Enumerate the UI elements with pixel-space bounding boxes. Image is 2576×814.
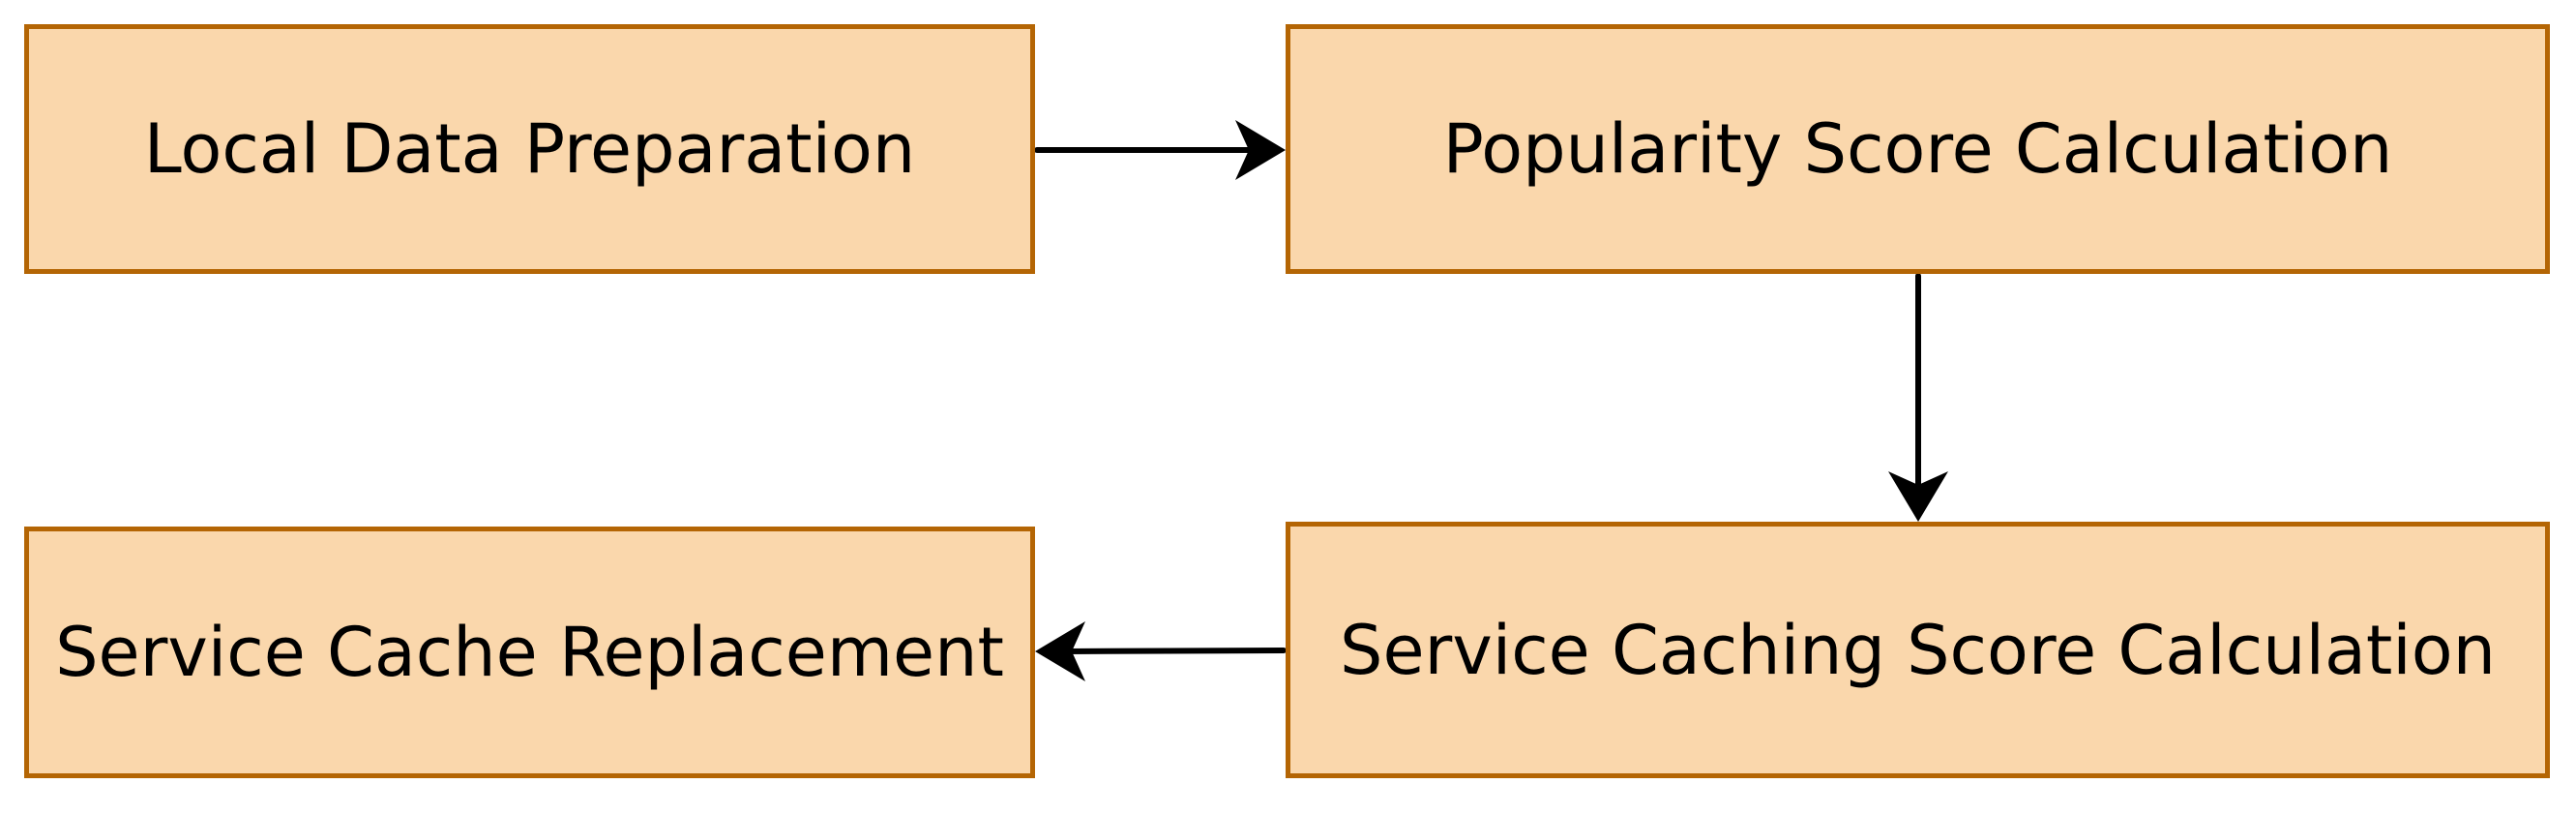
node-local-data-preparation: Local Data Preparation [24, 24, 1035, 274]
arrowhead-left [1035, 621, 1085, 681]
node-label: Local Data Preparation [143, 109, 916, 189]
arrowhead-down [1888, 471, 1948, 522]
node-label: Service Caching Score Calculation [1340, 610, 2496, 690]
node-service-caching-score-calculation: Service Caching Score Calculation [1286, 522, 2550, 778]
node-popularity-score-calculation: Popularity Score Calculation [1286, 24, 2550, 274]
node-label: Service Cache Replacement [55, 613, 1004, 692]
edge-caching-to-replacement [1061, 648, 1287, 654]
arrowhead-right [1235, 120, 1286, 180]
node-label: Popularity Score Calculation [1442, 109, 2393, 189]
node-service-cache-replacement: Service Cache Replacement [24, 527, 1035, 778]
